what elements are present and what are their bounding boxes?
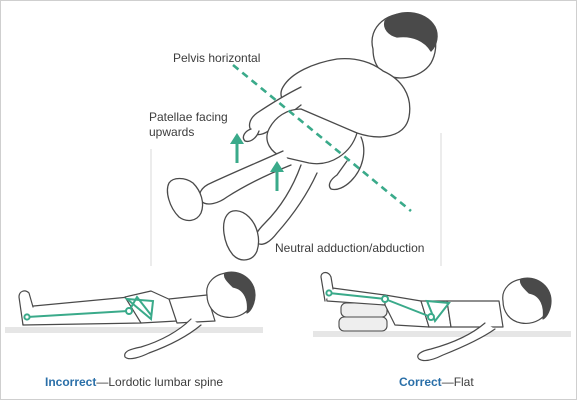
correct-hip-joint	[427, 313, 435, 321]
caption-correct-rest: —Flat	[441, 375, 474, 389]
correct-torso	[446, 300, 504, 328]
support-blocks	[338, 302, 388, 332]
correct-shin-bone	[328, 292, 386, 300]
correct-skeleton	[325, 289, 451, 323]
correct-foot	[320, 271, 334, 302]
caption-correct: Correct—Flat	[399, 375, 474, 389]
correct-arm	[417, 322, 496, 362]
incorrect-arm	[124, 318, 202, 360]
caption-correct-strong: Correct	[399, 375, 442, 389]
label-neutral-adduction: Neutral adduction/abduction	[275, 241, 425, 255]
correct-thigh-bone	[384, 298, 432, 318]
top-foot-upper	[166, 177, 204, 222]
incorrect-ankle-joint	[23, 313, 31, 321]
incorrect-torso	[168, 294, 216, 324]
floor-right	[313, 331, 571, 337]
label-patellae: Patellae facing upwards	[149, 110, 228, 139]
incorrect-pelvis-triangle	[123, 297, 155, 321]
caption-incorrect-strong: Incorrect	[45, 375, 97, 389]
top-arm-upper	[248, 86, 302, 136]
correct-pelvis-triangle	[425, 299, 451, 323]
correct-hair	[519, 277, 552, 320]
incorrect-figure	[18, 271, 256, 360]
correct-thigh	[384, 294, 430, 328]
correct-ankle-joint	[325, 289, 333, 297]
incorrect-hair	[223, 271, 256, 314]
floor-left	[5, 327, 263, 333]
top-shorts	[266, 108, 358, 165]
caption-incorrect: Incorrect—Lordotic lumbar spine	[45, 375, 223, 389]
top-hair	[383, 11, 438, 52]
top-figure	[166, 11, 438, 261]
incorrect-hip-joint	[125, 307, 133, 315]
top-hand-upper	[242, 128, 260, 143]
pelvis-dashed-line	[232, 63, 412, 213]
incorrect-foot	[18, 290, 34, 326]
top-arm-lower	[328, 136, 365, 191]
patella-arrowhead-lower	[270, 161, 284, 172]
support-block-bottom	[338, 316, 388, 332]
incorrect-skeleton	[23, 295, 155, 321]
correct-knee-joint	[381, 295, 389, 303]
incorrect-leg-bone	[26, 310, 130, 318]
patella-arrowhead-upper	[230, 133, 244, 144]
top-foot-lower	[222, 210, 260, 261]
label-pelvis-horizontal: Pelvis horizontal	[173, 51, 261, 65]
patella-arrows	[230, 133, 284, 191]
correct-figure	[320, 271, 552, 362]
caption-incorrect-rest: —Lordotic lumbar spine	[96, 375, 224, 389]
incorrect-hip	[128, 295, 152, 316]
